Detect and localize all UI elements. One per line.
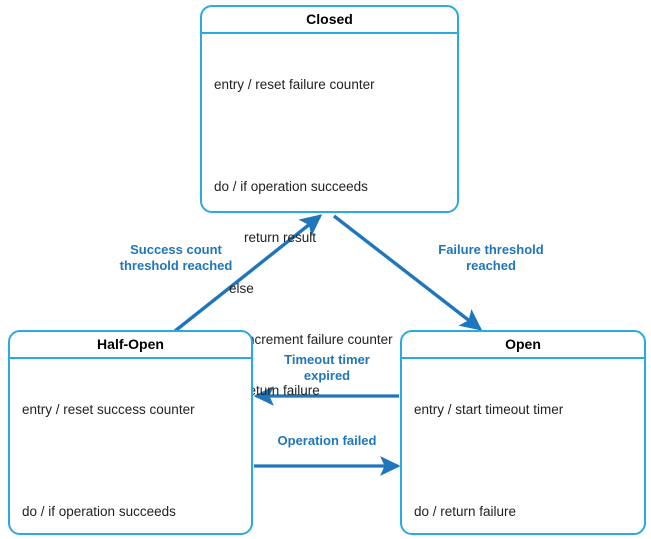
state-line: do / if operation succeeds (214, 179, 368, 194)
state-box-open[interactable]: Open entry / start timeout timer do / re… (400, 330, 646, 535)
state-body-open: entry / start timeout timer do / return … (402, 359, 644, 539)
state-line: do / if operation succeeds (22, 504, 176, 519)
transition-label-operation-failed: Operation failed (277, 433, 377, 448)
transition-label-failure-threshold-reached: Failure threshold reached (438, 242, 544, 273)
state-title-half-open: Half-Open (10, 332, 251, 359)
arrow-failure-threshold-reached (332, 214, 483, 331)
state-title-closed: Closed (202, 7, 457, 34)
state-line: entry / start timeout timer (414, 402, 564, 417)
state-line: entry / reset failure counter (214, 77, 375, 92)
state-body-half-open: entry / reset success counter do / if op… (10, 359, 251, 539)
transition-label-timeout-timer-expired: Timeout timer expired (284, 352, 370, 383)
state-title-open: Open (402, 332, 644, 359)
state-line-spacer (214, 127, 457, 144)
state-line-spacer (414, 452, 644, 469)
state-line-spacer (22, 452, 251, 469)
state-body-closed: entry / reset failure counter do / if op… (202, 34, 457, 535)
state-line: else (214, 281, 254, 296)
state-box-closed[interactable]: Closed entry / reset failure counter do … (200, 5, 459, 500)
state-line: increment failure counter (214, 332, 393, 347)
state-line: do / return failure (414, 504, 517, 519)
state-line: entry / reset success counter (22, 402, 195, 417)
arrow-success-count-threshold-reached (173, 214, 323, 333)
state-box-half-open[interactable]: Half-Open entry / reset success counter … (8, 330, 253, 535)
transition-label-success-count-threshold-reached: Success count threshold reached (119, 242, 233, 273)
